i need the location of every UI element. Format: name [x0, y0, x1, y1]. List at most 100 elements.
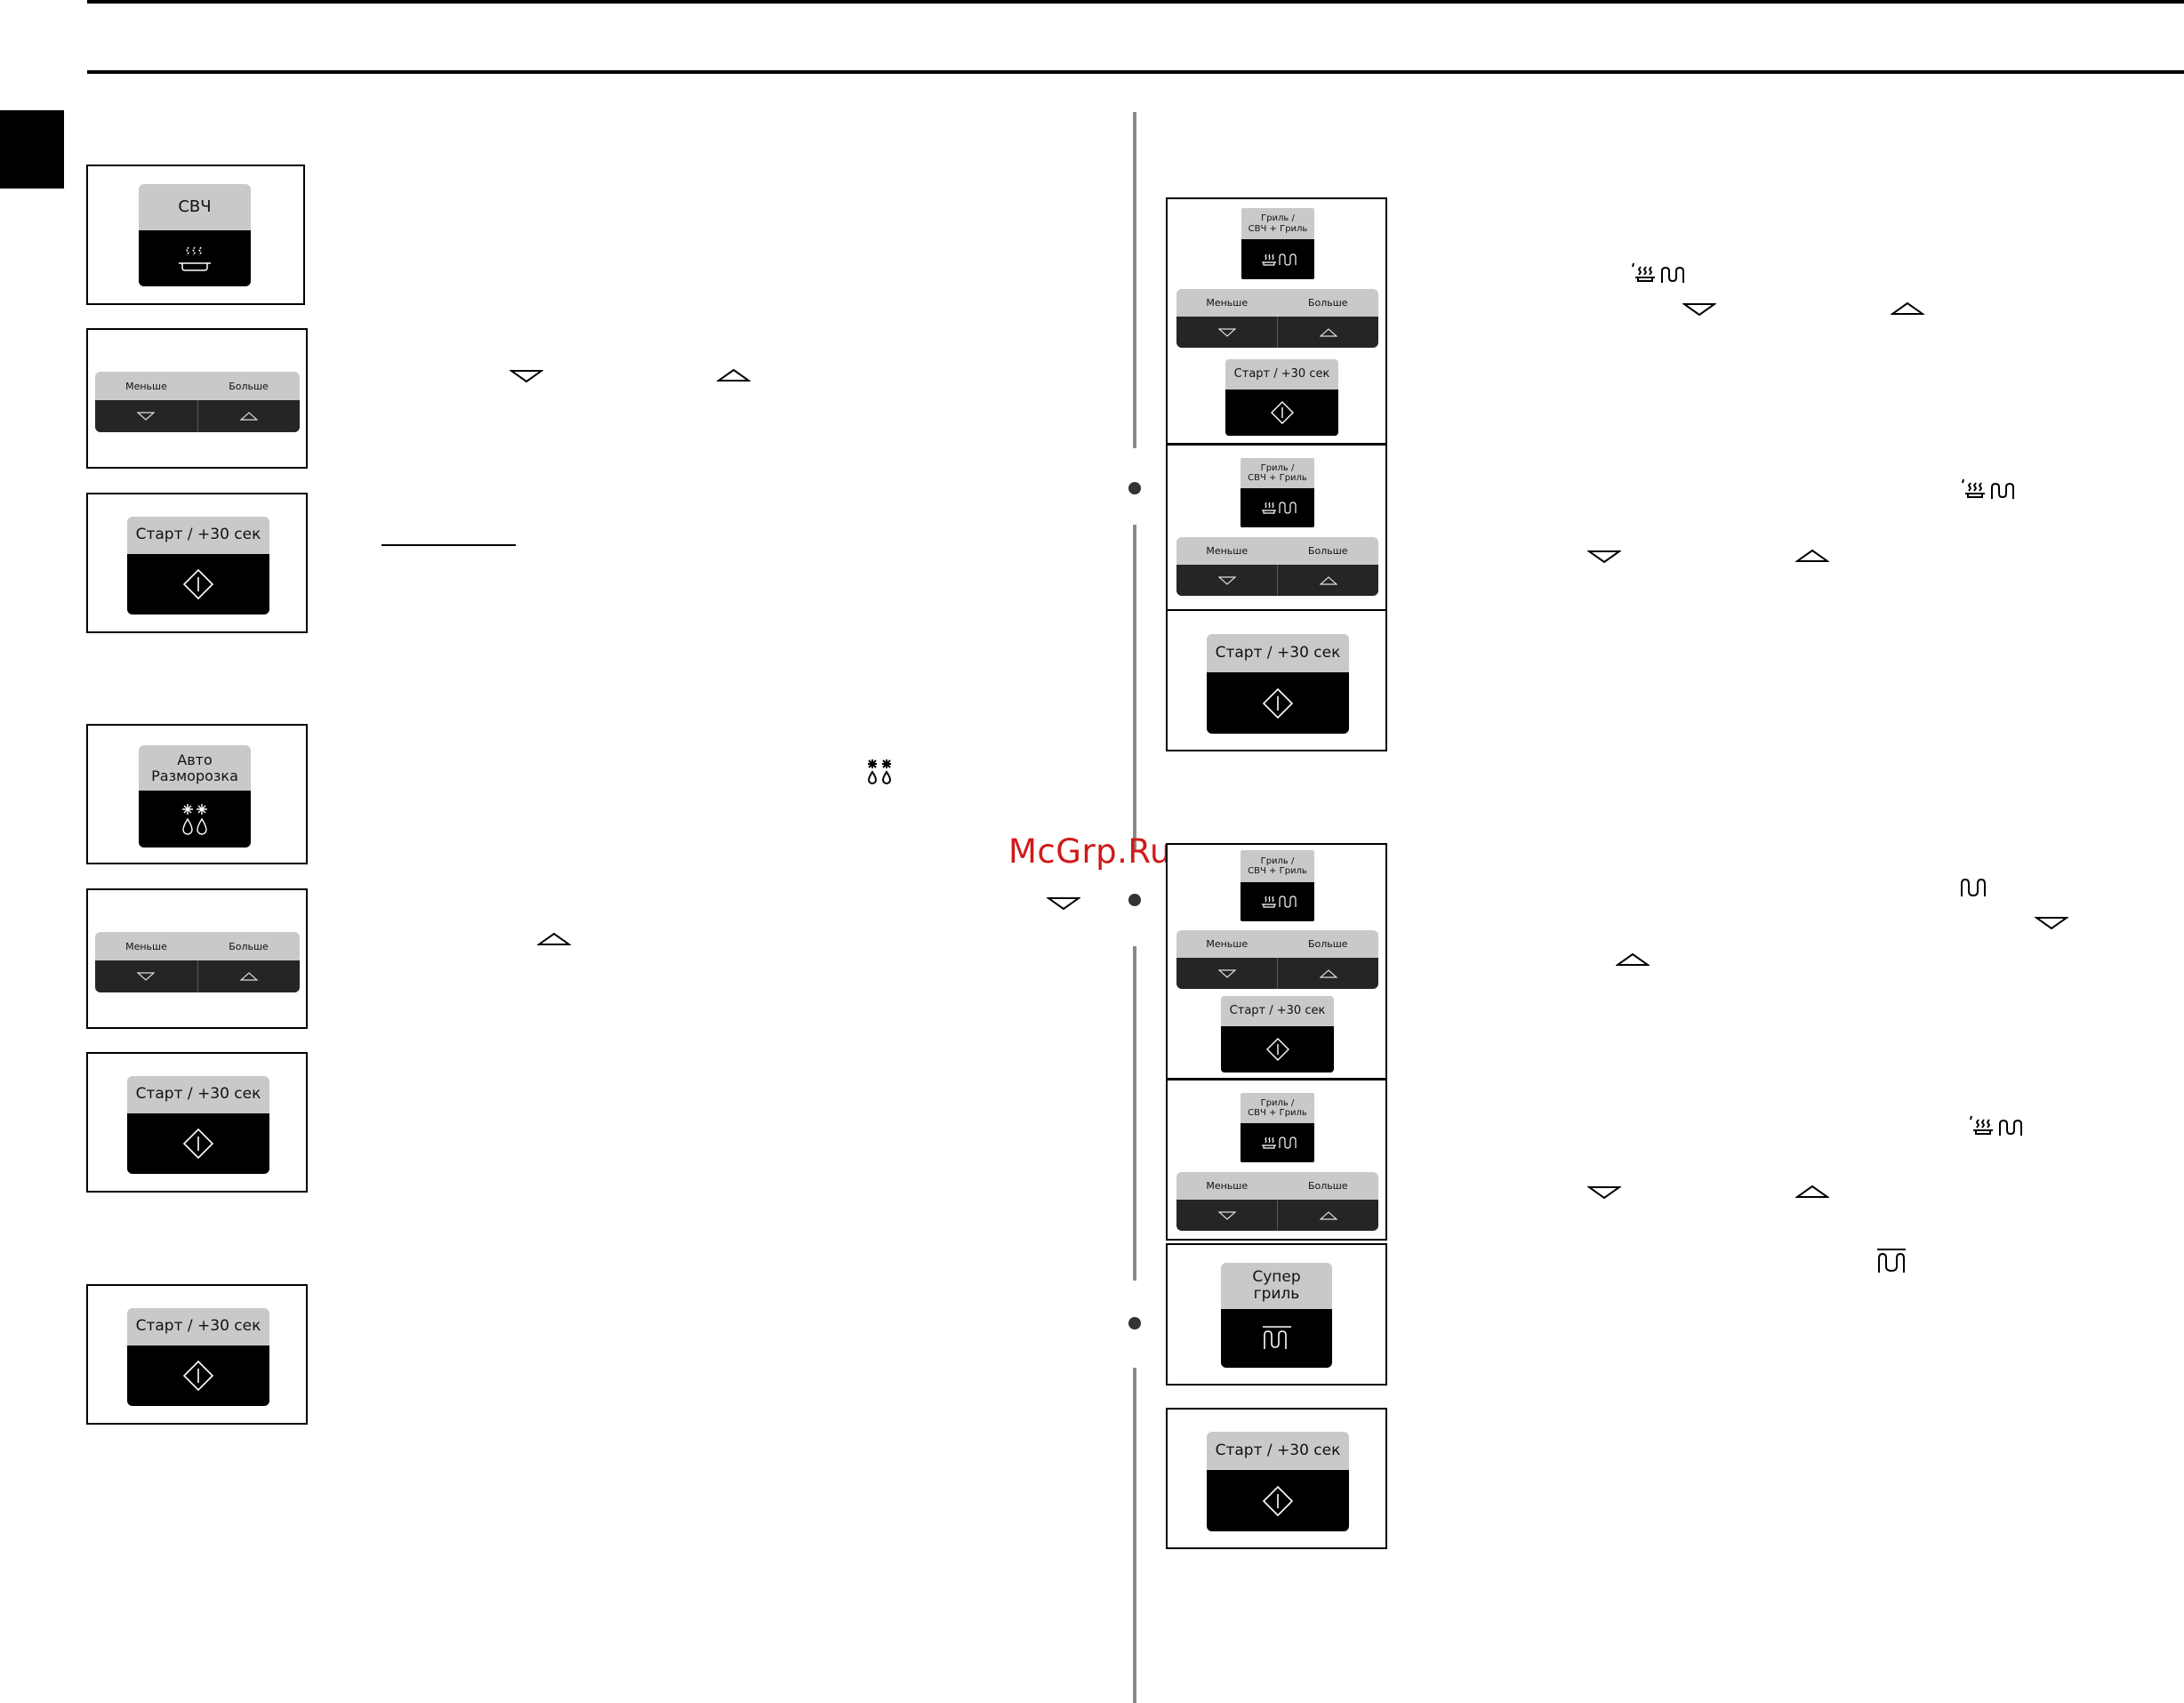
triangle-down-icon	[1217, 575, 1236, 585]
snowflake-drops-icon	[867, 759, 892, 784]
start-button-label: Старт / +30 сек	[1221, 996, 1334, 1026]
more-button[interactable]	[1278, 958, 1378, 989]
triangle-up-icon	[1795, 1185, 1829, 1198]
start-diamond-icon	[182, 1128, 214, 1160]
triangle-up-icon	[1319, 327, 1337, 337]
grill-combo-button[interactable]: Гриль / СВЧ + Гриль	[1241, 458, 1314, 527]
triangle-down-icon	[1217, 1210, 1236, 1220]
combo-mw-grill-icon	[1970, 1115, 2022, 1136]
more-button[interactable]	[1278, 317, 1378, 348]
microwave-button-label: СВЧ	[139, 184, 251, 230]
more-label: Больше	[1307, 297, 1348, 309]
triangle-down-icon	[1587, 1186, 1621, 1200]
figure-start-button-4: Старт / +30 сек	[1166, 609, 1387, 751]
more-label: Больше	[1307, 545, 1348, 557]
column-divider-dot-3	[1128, 1317, 1141, 1329]
header-rule-top	[87, 0, 2184, 4]
more-button[interactable]	[198, 960, 301, 992]
triangle-down-icon	[1047, 897, 1080, 911]
more-button[interactable]	[1278, 565, 1378, 596]
figure-auto-defrost-button: Авто Разморозка	[86, 724, 308, 864]
triangle-down-icon	[1587, 550, 1621, 564]
triangle-up-icon	[239, 972, 258, 981]
start-button[interactable]: Старт / +30 сек	[1207, 634, 1349, 734]
more-label: Больше	[229, 940, 269, 952]
triangle-up-icon	[1319, 1210, 1337, 1220]
more-label: Больше	[1307, 938, 1348, 950]
less-label: Меньше	[1206, 545, 1249, 557]
combo-mw-grill-icon	[1261, 896, 1297, 908]
less-button[interactable]	[1176, 317, 1278, 348]
column-divider-1	[1133, 112, 1136, 448]
less-button[interactable]	[1176, 1200, 1278, 1231]
triangle-up-icon	[537, 932, 571, 945]
less-more-control: Меньше Больше	[95, 932, 300, 992]
less-button[interactable]	[95, 400, 198, 432]
triangle-up-icon	[1616, 952, 1650, 966]
start-button[interactable]: Старт / +30 сек	[1207, 1432, 1349, 1531]
underline-rule	[381, 544, 516, 546]
less-more-control: Меньше Больше	[1176, 930, 1378, 989]
less-button[interactable]	[1176, 565, 1278, 596]
more-button[interactable]	[1278, 1200, 1378, 1231]
triangle-up-icon	[1891, 301, 1924, 315]
triangle-down-icon	[137, 412, 156, 421]
figure-microwave-button: СВЧ	[86, 165, 305, 305]
less-button[interactable]	[95, 960, 198, 992]
less-more-control: Меньше Больше	[95, 372, 300, 432]
watermark: McGrp.Ru	[1008, 832, 1171, 871]
less-more-control: Меньше Больше	[1176, 289, 1378, 348]
column-divider-dot-1	[1128, 482, 1141, 494]
less-label: Меньше	[1206, 297, 1249, 309]
combo-mw-grill-icon	[1261, 1137, 1297, 1149]
grill-combo-button[interactable]: Гриль / СВЧ + Гриль	[1241, 850, 1314, 921]
start-button[interactable]: Старт / +30 сек	[127, 1308, 269, 1406]
combo-mw-grill-icon	[1262, 253, 1297, 266]
more-button[interactable]	[198, 400, 301, 432]
start-button[interactable]: Старт / +30 сек	[127, 1076, 269, 1174]
snowflake-drops-icon	[182, 804, 207, 835]
figure-less-more-1: Меньше Больше	[86, 328, 308, 469]
figure-super-grill-button: Супер гриль	[1166, 1243, 1387, 1386]
start-button-label: Старт / +30 сек	[1207, 634, 1349, 672]
figure-grill-combo-sequence-1: Гриль / СВЧ + Гриль Меньше Больше Старт …	[1166, 197, 1387, 445]
figure-start-button-3: Старт / +30 сек	[86, 1284, 308, 1425]
auto-defrost-button[interactable]: Авто Разморозка	[139, 745, 251, 847]
microwave-button[interactable]: СВЧ	[139, 184, 251, 286]
super-grill-label: Супер гриль	[1221, 1263, 1332, 1309]
grill-combo-label: Гриль / СВЧ + Гриль	[1241, 1093, 1314, 1123]
less-more-control: Меньше Больше	[1176, 1172, 1378, 1231]
figure-start-button-1: Старт / +30 сек	[86, 493, 308, 633]
start-button-label: Старт / +30 сек	[127, 1308, 269, 1346]
triangle-up-icon	[717, 368, 751, 382]
less-label: Меньше	[1206, 1180, 1249, 1192]
triangle-down-icon	[137, 972, 156, 981]
less-label: Меньше	[125, 380, 167, 392]
triangle-down-icon	[1682, 303, 1716, 317]
grill-combo-button[interactable]: Гриль / СВЧ + Гриль	[1241, 1093, 1314, 1162]
start-diamond-icon	[1262, 1485, 1294, 1516]
column-divider-3	[1133, 946, 1136, 1281]
start-diamond-icon	[182, 1360, 214, 1392]
triangle-up-icon	[1319, 575, 1337, 585]
grill-combo-label: Гриль / СВЧ + Гриль	[1241, 850, 1314, 882]
start-diamond-icon	[1265, 1038, 1289, 1061]
start-button[interactable]: Старт / +30 сек	[127, 517, 269, 615]
super-grill-icon	[1262, 1326, 1291, 1349]
super-grill-icon	[1877, 1249, 1906, 1273]
start-button[interactable]: Старт / +30 сек	[1221, 996, 1334, 1072]
less-button[interactable]	[1176, 958, 1278, 989]
triangle-up-icon	[239, 412, 258, 421]
more-label: Больше	[229, 380, 269, 392]
start-button-label: Старт / +30 сек	[1225, 359, 1338, 390]
more-label: Больше	[1307, 1180, 1348, 1192]
start-button-label: Старт / +30 сек	[127, 1076, 269, 1113]
start-button[interactable]: Старт / +30 сек	[1225, 359, 1338, 436]
grill-combo-button[interactable]: Гриль / СВЧ + Гриль	[1241, 208, 1314, 279]
triangle-down-icon	[510, 370, 543, 383]
super-grill-button[interactable]: Супер гриль	[1221, 1263, 1332, 1368]
triangle-down-icon	[1217, 327, 1236, 337]
column-divider-dot-2	[1128, 894, 1141, 906]
less-label: Меньше	[125, 940, 167, 952]
start-button-label: Старт / +30 сек	[1207, 1432, 1349, 1470]
